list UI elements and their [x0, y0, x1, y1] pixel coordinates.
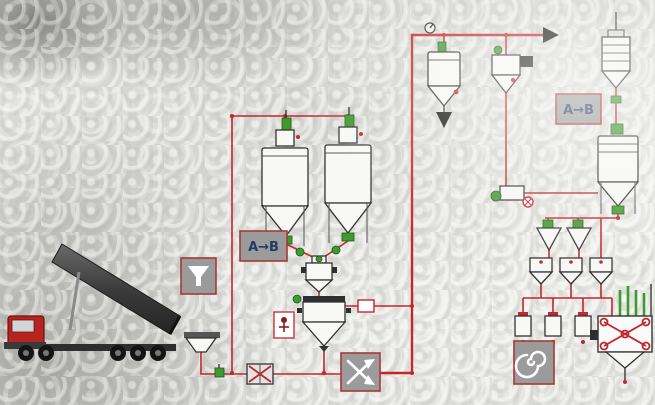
silo-2-outlet-valve [341, 232, 355, 242]
silo-1-top-filter [275, 129, 295, 147]
down-arrow-icon [436, 112, 452, 128]
storage-silo-2 [323, 107, 373, 243]
operator-card [273, 311, 295, 339]
bottom-line-valve [214, 364, 225, 378]
person-icon [279, 317, 289, 332]
weigh-mixer [292, 294, 375, 352]
load-cell-right [332, 267, 337, 273]
right-silo-inlet-valve [610, 123, 624, 135]
spiral-badge [513, 340, 555, 385]
mixer-inlet-valve [292, 294, 302, 304]
right-silo-outlet-valve [611, 205, 625, 215]
cyclone-with-drive [490, 45, 533, 95]
mixer-feed-pipes [618, 284, 652, 316]
bottom-right-mixer [590, 284, 653, 380]
silo-2-top-filter [338, 126, 358, 144]
receiving-hopper [184, 337, 218, 353]
weigh-hopper-manifold [522, 284, 613, 316]
additive-bins [514, 312, 592, 337]
filter-receiver [426, 41, 462, 128]
vent-filter-card [357, 299, 375, 313]
funnel-badge [180, 257, 217, 295]
route-badge-right: A→B [555, 93, 602, 125]
vent-gauge [424, 22, 436, 34]
silo-1-filter-valve [281, 117, 292, 131]
funnel-icon [188, 266, 209, 286]
tipper-truck [4, 243, 220, 361]
main-conveying-line [380, 33, 543, 375]
crossed-arrows-icon [346, 359, 375, 385]
weigh-hoppers [528, 257, 614, 285]
cab-window [11, 319, 35, 333]
drive-motor [520, 56, 533, 67]
inline-filter-unit [490, 185, 534, 208]
load-cell-left [301, 267, 306, 273]
scale-hopper [301, 255, 337, 293]
route-badge-left-label: A→B [248, 240, 279, 255]
wheels [18, 345, 166, 361]
butterfly-valves [295, 245, 341, 257]
hydraulic-cylinder [68, 271, 81, 331]
mixer-blades [599, 317, 651, 351]
mini-cyclones [535, 219, 593, 252]
route-badge-right-label: A→B [563, 103, 594, 118]
intake-grate [184, 332, 220, 338]
silo-2-filter-valve [344, 114, 355, 128]
rotary-feeder [246, 363, 274, 385]
spiral-icon [514, 350, 547, 379]
truck-chassis [44, 344, 176, 351]
flow-arrow-icon [543, 27, 559, 43]
top-right-silo [600, 12, 632, 104]
storage-silo-1 [260, 110, 310, 246]
right-storage-silo [596, 123, 640, 215]
route-badge-left: A→B [239, 230, 288, 262]
diverter-badge [340, 352, 381, 392]
